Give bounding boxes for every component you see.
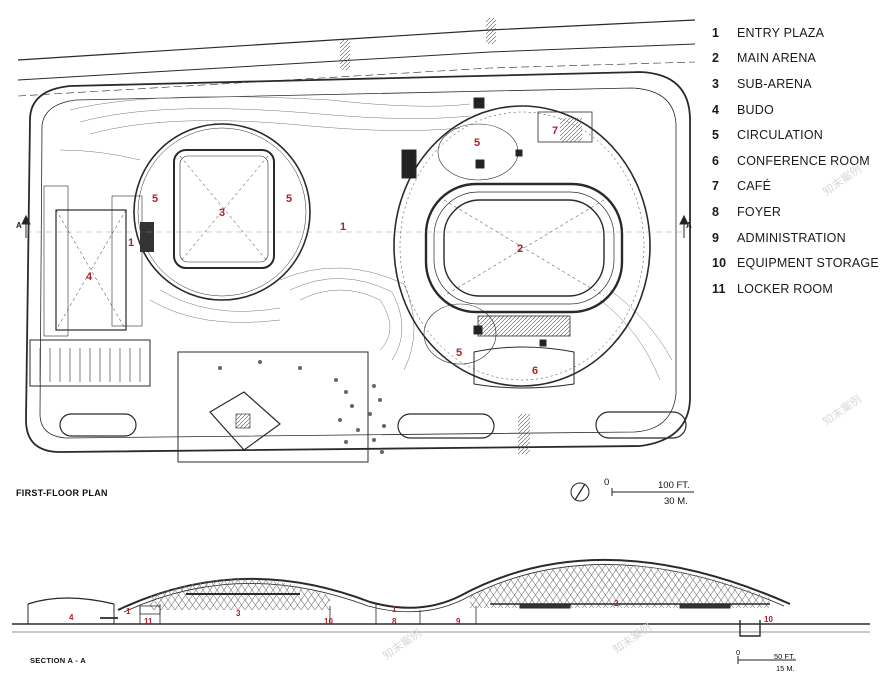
legend-item: 11 LOCKER ROOM xyxy=(712,276,880,302)
legend-item: 4 BUDO xyxy=(712,97,880,123)
label-circulation-3: 5 xyxy=(474,137,480,149)
legend-label: ENTRY PLAZA xyxy=(737,25,825,40)
section-marker-right: A xyxy=(686,221,692,230)
section-marker-left: A xyxy=(16,221,22,230)
section-scale-imperial: 50 FT. xyxy=(774,652,795,661)
legend-number: 1 xyxy=(712,25,720,40)
legend-label: CIRCULATION xyxy=(737,128,824,143)
north-arrow-icon xyxy=(570,482,590,502)
section-label-entry-1: 1 xyxy=(126,607,131,616)
legend-label: FOYER xyxy=(737,204,782,219)
section-label-foyer: 8 xyxy=(392,617,397,626)
label-cafe: 7 xyxy=(552,125,558,137)
label-entry-plaza-1: 1 xyxy=(340,221,346,233)
plan-labels: 1 1 2 3 4 5 5 5 5 6 7 xyxy=(86,125,558,377)
legend-label: BUDO xyxy=(737,102,774,117)
legend-item: 6 CONFERENCE ROOM xyxy=(712,148,880,174)
legend-number: 5 xyxy=(712,128,720,143)
label-budo: 4 xyxy=(86,271,93,283)
plan-scale xyxy=(570,482,694,502)
legend-label: EQUIPMENT STORAGE xyxy=(737,256,879,271)
section-a-a xyxy=(12,558,870,637)
legend-label: CONFERENCE ROOM xyxy=(737,153,870,168)
section-label-locker: 11 xyxy=(144,617,153,626)
label-sub-arena: 3 xyxy=(219,207,225,219)
section-label-sub-arena: 3 xyxy=(236,609,241,618)
legend-item: 7 CAFÉ xyxy=(712,174,880,200)
legend-item: 3 SUB-ARENA xyxy=(712,71,880,97)
label-conference-room: 6 xyxy=(532,365,538,377)
legend-number: 6 xyxy=(712,153,720,168)
legend-number: 9 xyxy=(712,230,720,245)
label-circulation-2: 5 xyxy=(286,193,292,205)
section-label-administration: 9 xyxy=(456,617,461,626)
legend-label: ADMINISTRATION xyxy=(737,230,846,245)
section-label-main-arena: 2 xyxy=(614,599,619,608)
first-floor-plan xyxy=(17,18,696,463)
legend-number: 8 xyxy=(712,204,720,219)
section-scale-metric: 15 M. xyxy=(776,664,795,673)
label-circulation-4: 5 xyxy=(456,347,462,359)
legend-item: 2 MAIN ARENA xyxy=(712,46,880,72)
legend-number: 11 xyxy=(712,281,726,296)
plan-scale-zero: 0 xyxy=(604,477,610,488)
label-circulation-1: 5 xyxy=(152,193,158,205)
legend-item: 8 FOYER xyxy=(712,199,880,225)
section-labels: 4 1 11 3 10 1 8 9 2 10 xyxy=(69,599,773,626)
legend-number: 4 xyxy=(712,102,720,117)
section-caption: SECTION A - A xyxy=(30,656,86,665)
plan-caption: FIRST-FLOOR PLAN xyxy=(16,488,108,498)
legend-number: 7 xyxy=(712,179,720,194)
label-main-arena: 2 xyxy=(517,243,523,255)
legend-label: MAIN ARENA xyxy=(737,51,817,66)
label-entry-plaza-2: 1 xyxy=(128,237,134,249)
plan-scale-metric: 30 M. xyxy=(664,496,688,507)
legend-item: 9 ADMINISTRATION xyxy=(712,225,880,251)
section-label-storage-2: 10 xyxy=(764,615,773,624)
plan-scale-imperial: 100 FT. xyxy=(658,480,690,491)
legend-number: 3 xyxy=(712,76,720,91)
legend-label: SUB-ARENA xyxy=(737,76,812,91)
legend-label: LOCKER ROOM xyxy=(737,281,833,296)
legend-item: 5 CIRCULATION xyxy=(712,122,880,148)
legend-item: 1 ENTRY PLAZA xyxy=(712,20,880,46)
legend-number: 2 xyxy=(712,51,720,66)
section-label-storage-1: 10 xyxy=(324,617,333,626)
legend-item: 10 EQUIPMENT STORAGE xyxy=(712,250,880,276)
legend-label: CAFÉ xyxy=(737,179,772,194)
legend-number: 10 xyxy=(712,256,727,271)
section-scale xyxy=(737,656,796,664)
section-label-budo: 4 xyxy=(69,613,74,622)
section-scale-zero: 0 xyxy=(736,648,741,657)
section-label-entry-2: 1 xyxy=(392,605,397,614)
